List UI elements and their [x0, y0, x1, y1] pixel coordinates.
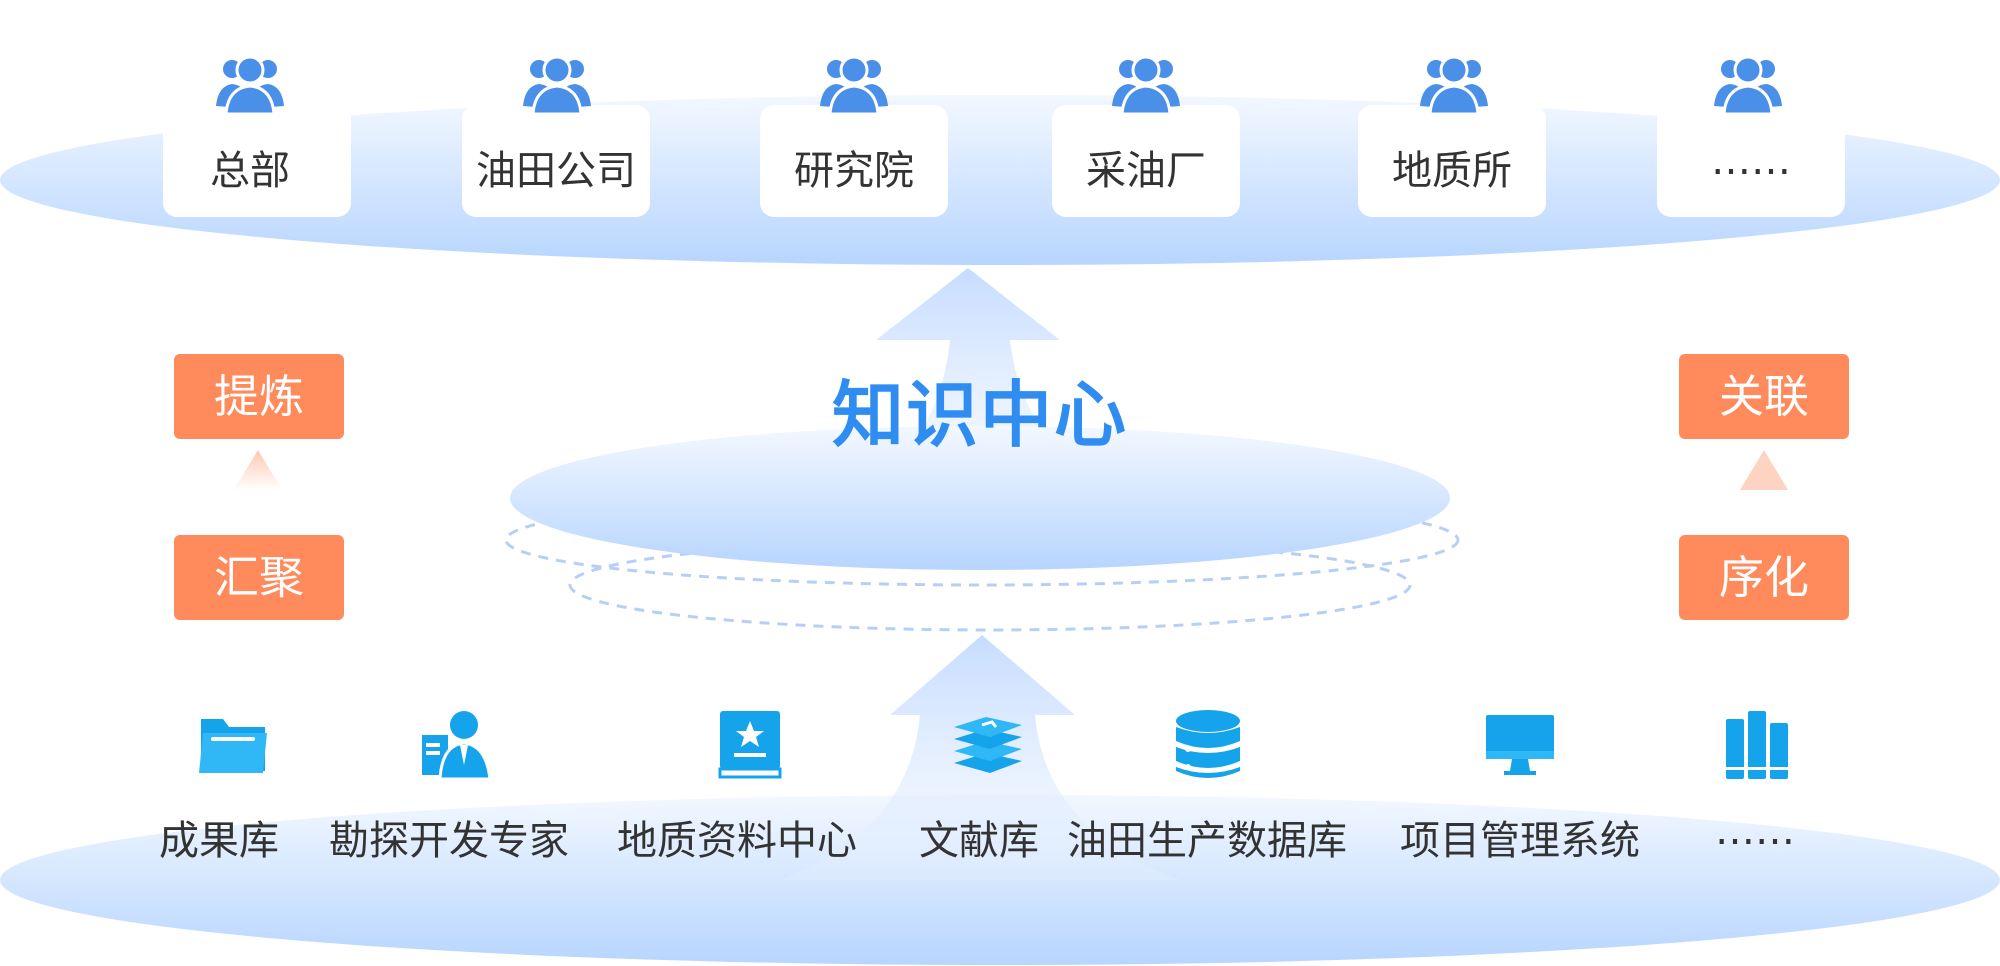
- source-label-literature: 文献库: [919, 818, 1039, 864]
- user-group-icon: [216, 55, 284, 116]
- org-card-plant[interactable]: [1052, 105, 1240, 217]
- arrow-up-icon: [1740, 450, 1788, 490]
- org-label-institute: 研究院: [794, 148, 914, 194]
- source-label-project-mgmt: 项目管理系统: [1400, 818, 1640, 864]
- org-card-institute[interactable]: [760, 105, 948, 217]
- tag-refine: 提炼: [174, 354, 344, 439]
- org-card-geology[interactable]: [1358, 105, 1546, 217]
- user-group-icon: [1420, 55, 1488, 116]
- source-label-production-db: 油田生产数据库: [1067, 818, 1347, 864]
- user-group-icon: [1112, 55, 1180, 116]
- source-label-expert: 勘探开发专家: [329, 818, 569, 864]
- database-icon: [1176, 710, 1240, 778]
- center-disc: [510, 426, 1450, 570]
- source-label-geo-data: 地质资料中心: [617, 818, 857, 864]
- org-card-oilfield[interactable]: [462, 105, 650, 217]
- user-group-icon: [820, 55, 888, 116]
- book-stack-icon: [954, 717, 1022, 773]
- org-label-geology: 地质所: [1392, 148, 1512, 194]
- org-label-plant: 采油厂: [1086, 148, 1206, 194]
- book-star-icon: [718, 711, 782, 779]
- monitor-icon: [1486, 715, 1554, 775]
- tag-order: 序化: [1679, 535, 1849, 620]
- org-card-more[interactable]: [1657, 105, 1845, 217]
- bar-chart-icon: [1726, 711, 1788, 779]
- center-title: 知识中心: [831, 373, 1128, 457]
- user-group-icon: [1714, 55, 1782, 116]
- org-label-oilfield: 油田公司: [476, 148, 636, 194]
- source-label-results: 成果库: [159, 818, 279, 864]
- arrow-up-icon: [234, 450, 282, 490]
- source-label-more: ……: [1715, 808, 1795, 854]
- user-group-icon: [523, 55, 591, 116]
- tag-aggregate: 汇聚: [174, 535, 344, 620]
- folder-icon: [199, 719, 267, 773]
- tag-associate: 关联: [1679, 354, 1849, 439]
- org-label-hq: 总部: [210, 148, 290, 194]
- org-card-hq[interactable]: [163, 105, 351, 217]
- expert-icon: [422, 711, 492, 781]
- org-label-more: ……: [1711, 138, 1791, 184]
